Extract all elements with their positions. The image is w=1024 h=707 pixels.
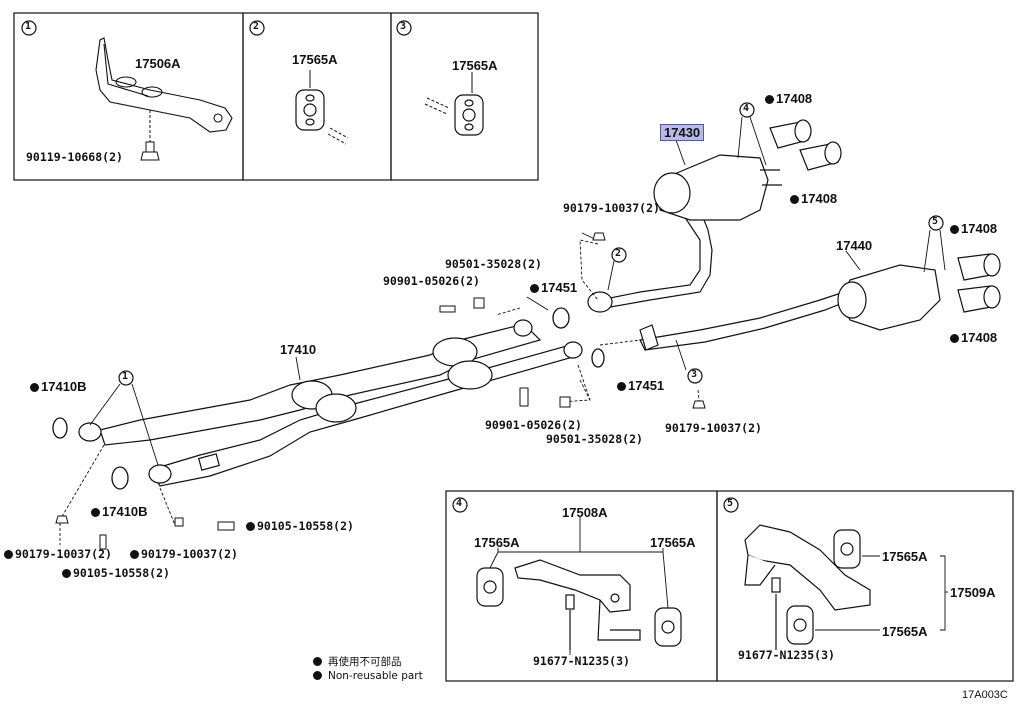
part-17506A[interactable]: 17506A [135, 56, 181, 71]
part-90501-35028-a[interactable]: 90501-35028(2) [445, 257, 542, 271]
box2-number: 2 [253, 21, 260, 32]
part-17440[interactable]: 17440 [836, 238, 873, 253]
box1-number: 1 [25, 21, 32, 32]
hanger-box3 [454, 94, 484, 136]
detail-box-5 [716, 490, 1014, 682]
part-90179-10037-b[interactable]: 90179-10037(2) [665, 421, 762, 435]
part-17410B-b[interactable]: 17410B [91, 505, 148, 518]
callout-4: 4 [743, 103, 750, 114]
box3-circle [396, 20, 412, 36]
part-90105-10558-a[interactable]: 90105-10558(2) [246, 520, 354, 533]
tail-tips-upper [769, 119, 842, 171]
part-17565A-box4-left[interactable]: 17565A [474, 535, 520, 550]
part-17408-b[interactable]: 17408 [790, 192, 837, 205]
callout-1-circle [118, 370, 134, 386]
part-90179-10037-a[interactable]: 90179-10037(2) [563, 201, 660, 215]
gasket-17451-b [591, 348, 605, 368]
part-90901-05026-a[interactable]: 90901-05026(2) [383, 274, 480, 288]
box5-circle [723, 497, 739, 513]
callout-5: 5 [932, 216, 939, 227]
gasket-17451-a [552, 307, 570, 329]
callout-5-circle [928, 215, 944, 231]
part-90179-10037-d[interactable]: 90179-10037(2) [130, 548, 238, 561]
part-17565A-box4-right[interactable]: 17565A [650, 535, 696, 550]
bolt-91677-N1235-box4[interactable]: 91677-N1235(3) [533, 654, 630, 668]
part-17408-c[interactable]: 17408 [950, 222, 997, 235]
part-17408-a[interactable]: 17408 [765, 92, 812, 105]
detail-box-3 [390, 12, 539, 181]
rear-pipe-17440 [639, 264, 941, 351]
callout-1: 1 [122, 371, 129, 382]
box3-number: 3 [400, 21, 407, 32]
box1-circle [21, 20, 37, 36]
callout-4-circle [739, 102, 755, 118]
part-90105-10558-b[interactable]: 90105-10558(2) [62, 567, 170, 580]
callout-2: 2 [615, 248, 622, 259]
callout-2-circle [611, 247, 627, 263]
hanger-box2 [295, 89, 325, 131]
box4-number: 4 [456, 498, 463, 509]
diagram-code: 17A003C [962, 689, 1008, 701]
bracket-17509A [744, 524, 871, 611]
part-17565A-box5-b[interactable]: 17565A [882, 624, 928, 639]
part-17410B-a[interactable]: 17410B [30, 380, 87, 393]
part-17509A[interactable]: 17509A [950, 585, 996, 600]
gasket-17410B-a [52, 417, 68, 439]
box5-number: 5 [727, 498, 734, 509]
part-17508A[interactable]: 17508A [562, 505, 608, 520]
bracket-17506A [95, 37, 233, 133]
gasket-17410B-b [111, 466, 129, 490]
part-17410[interactable]: 17410 [280, 342, 317, 357]
callout-3-circle [687, 368, 703, 384]
part-90901-05026-b[interactable]: 90901-05026(2) [485, 418, 582, 432]
part-17565A-box3[interactable]: 17565A [452, 58, 498, 73]
front-pipe-17410 [78, 319, 583, 487]
callout-3: 3 [691, 369, 698, 380]
box4-circle [452, 497, 468, 513]
part-90501-35028-b[interactable]: 90501-35028(2) [546, 432, 643, 446]
part-90179-10037-c[interactable]: 90179-10037(2) [4, 548, 112, 561]
box2-circle [249, 20, 265, 36]
bolt-90119-10668[interactable]: 90119-10668(2) [26, 150, 123, 164]
part-17408-d[interactable]: 17408 [950, 331, 997, 344]
part-17430[interactable]: 17430 [660, 124, 705, 141]
part-17565A-box5-a[interactable]: 17565A [882, 549, 928, 564]
bolt-box1 [140, 141, 160, 161]
legend-en: Non-reusable part [313, 670, 423, 682]
center-pipe-17430 [587, 154, 782, 313]
part-17451-b[interactable]: 17451 [617, 379, 664, 392]
bracket-17508A [514, 559, 641, 641]
bolt-91677-N1235-box5[interactable]: 91677-N1235(3) [738, 648, 835, 662]
part-17451-a[interactable]: 17451 [530, 281, 577, 294]
legend-jp: 再使用不可部品 [313, 654, 402, 669]
tail-tips-lower [957, 253, 1001, 313]
part-17565A-box2[interactable]: 17565A [292, 52, 338, 67]
